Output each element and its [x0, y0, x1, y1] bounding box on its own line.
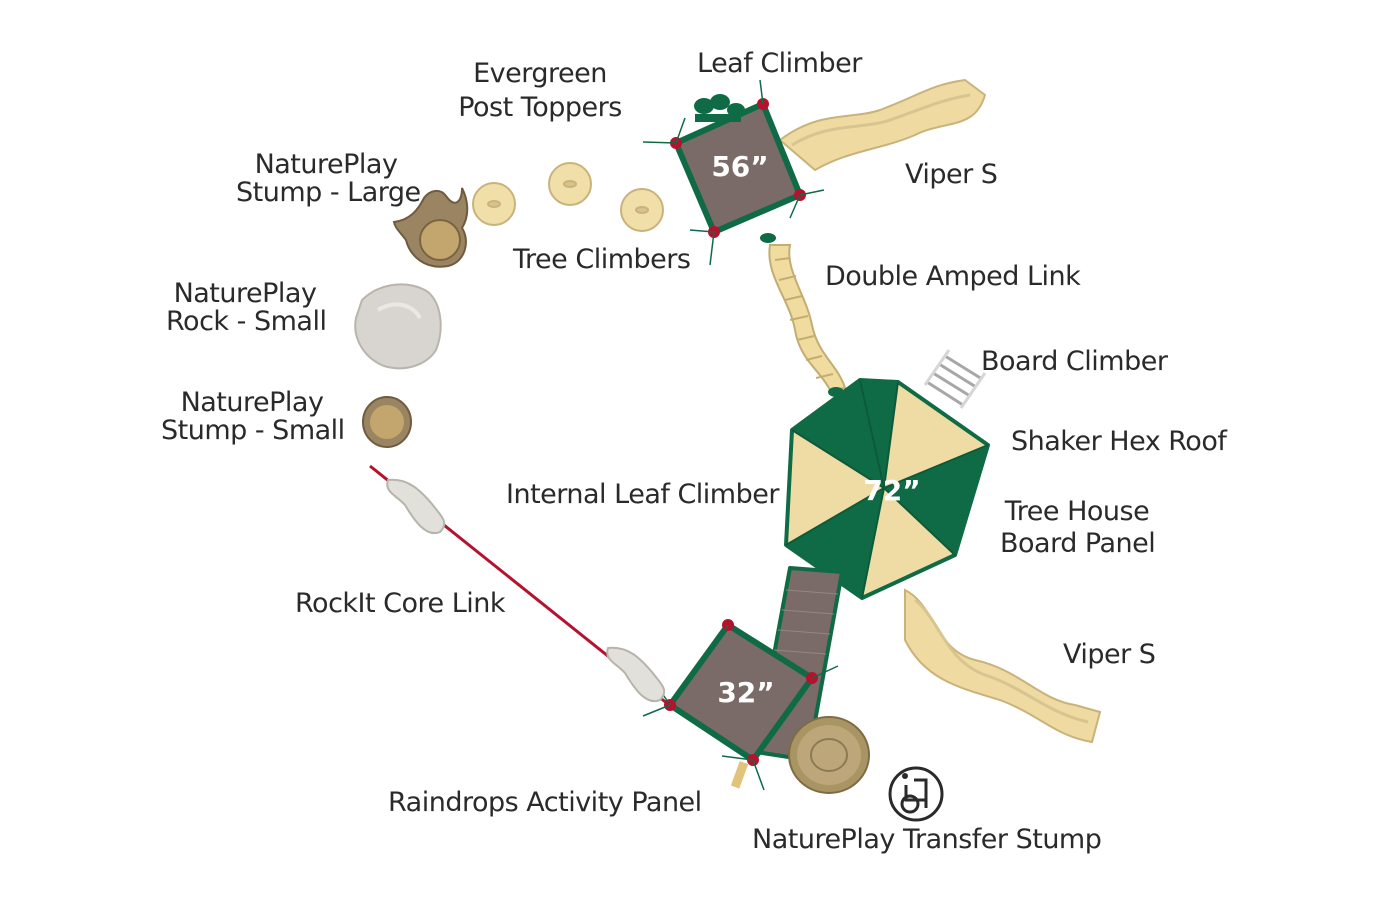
deck-32: 32” — [642, 619, 839, 791]
label-board-climber: Board Climber — [981, 346, 1168, 377]
viper-s-top-slide — [778, 78, 987, 172]
viper-s-bottom-slide — [904, 588, 1102, 744]
natureplay-transfer-stump — [788, 716, 870, 794]
tree-climbers — [472, 162, 664, 232]
label-line: Stump - Large — [236, 177, 421, 208]
label-tree-climbers: Tree Climbers — [513, 244, 691, 275]
label-natureplay-stump-large: NaturePlay Stump - Large — [236, 149, 421, 208]
label-natureplay-rock-small: NaturePlay Rock - Small — [166, 278, 327, 337]
natureplay-rock-small — [354, 283, 442, 370]
label-line: NaturePlay — [254, 149, 398, 180]
label-natureplay-stump-small: NaturePlay Stump - Small — [161, 387, 345, 446]
label-line: Board Panel — [1000, 528, 1156, 559]
board-climber — [923, 349, 987, 409]
label-shaker-hex-roof: Shaker Hex Roof — [1011, 426, 1227, 457]
label-line: Stump - Small — [161, 415, 345, 446]
shaker-hex-roof: 72” — [784, 378, 990, 600]
deck-56-height: 56” — [711, 150, 768, 183]
rockit-core-link — [369, 464, 669, 706]
label-line: Tree House — [1004, 496, 1150, 527]
label-leaf-climber: Leaf Climber — [697, 48, 862, 79]
label-raindrops-activity-panel: Raindrops Activity Panel — [388, 787, 702, 818]
label-internal-leaf-climber: Internal Leaf Climber — [506, 479, 779, 510]
double-amped-link-bridge — [768, 244, 847, 392]
label-line: NaturePlay — [173, 278, 317, 309]
label-line: Post Toppers — [458, 92, 622, 123]
natureplay-stump-large — [392, 187, 469, 268]
leaf-climber — [694, 94, 745, 122]
label-line: NaturePlay — [180, 387, 324, 418]
label-double-amped-link: Double Amped Link — [825, 261, 1081, 292]
deck-72-height: 72” — [863, 474, 920, 507]
wheelchair-transfer-icon — [888, 766, 944, 822]
label-rockit-core-link: RockIt Core Link — [295, 588, 506, 619]
label-viper-s-top: Viper S — [905, 159, 998, 190]
deck-32-height: 32” — [717, 676, 774, 709]
label-tree-house-board-panel: Tree House Board Panel — [1000, 496, 1156, 559]
label-evergreen-post-toppers: Evergreen Post Toppers — [456, 58, 624, 123]
raindrops-activity-panel — [730, 761, 749, 789]
label-natureplay-transfer-stump: NaturePlay Transfer Stump — [752, 824, 1102, 855]
natureplay-stump-small — [362, 396, 412, 448]
label-line: Evergreen — [473, 58, 607, 89]
label-viper-s-bottom: Viper S — [1063, 639, 1156, 670]
label-line: Rock - Small — [166, 306, 327, 337]
